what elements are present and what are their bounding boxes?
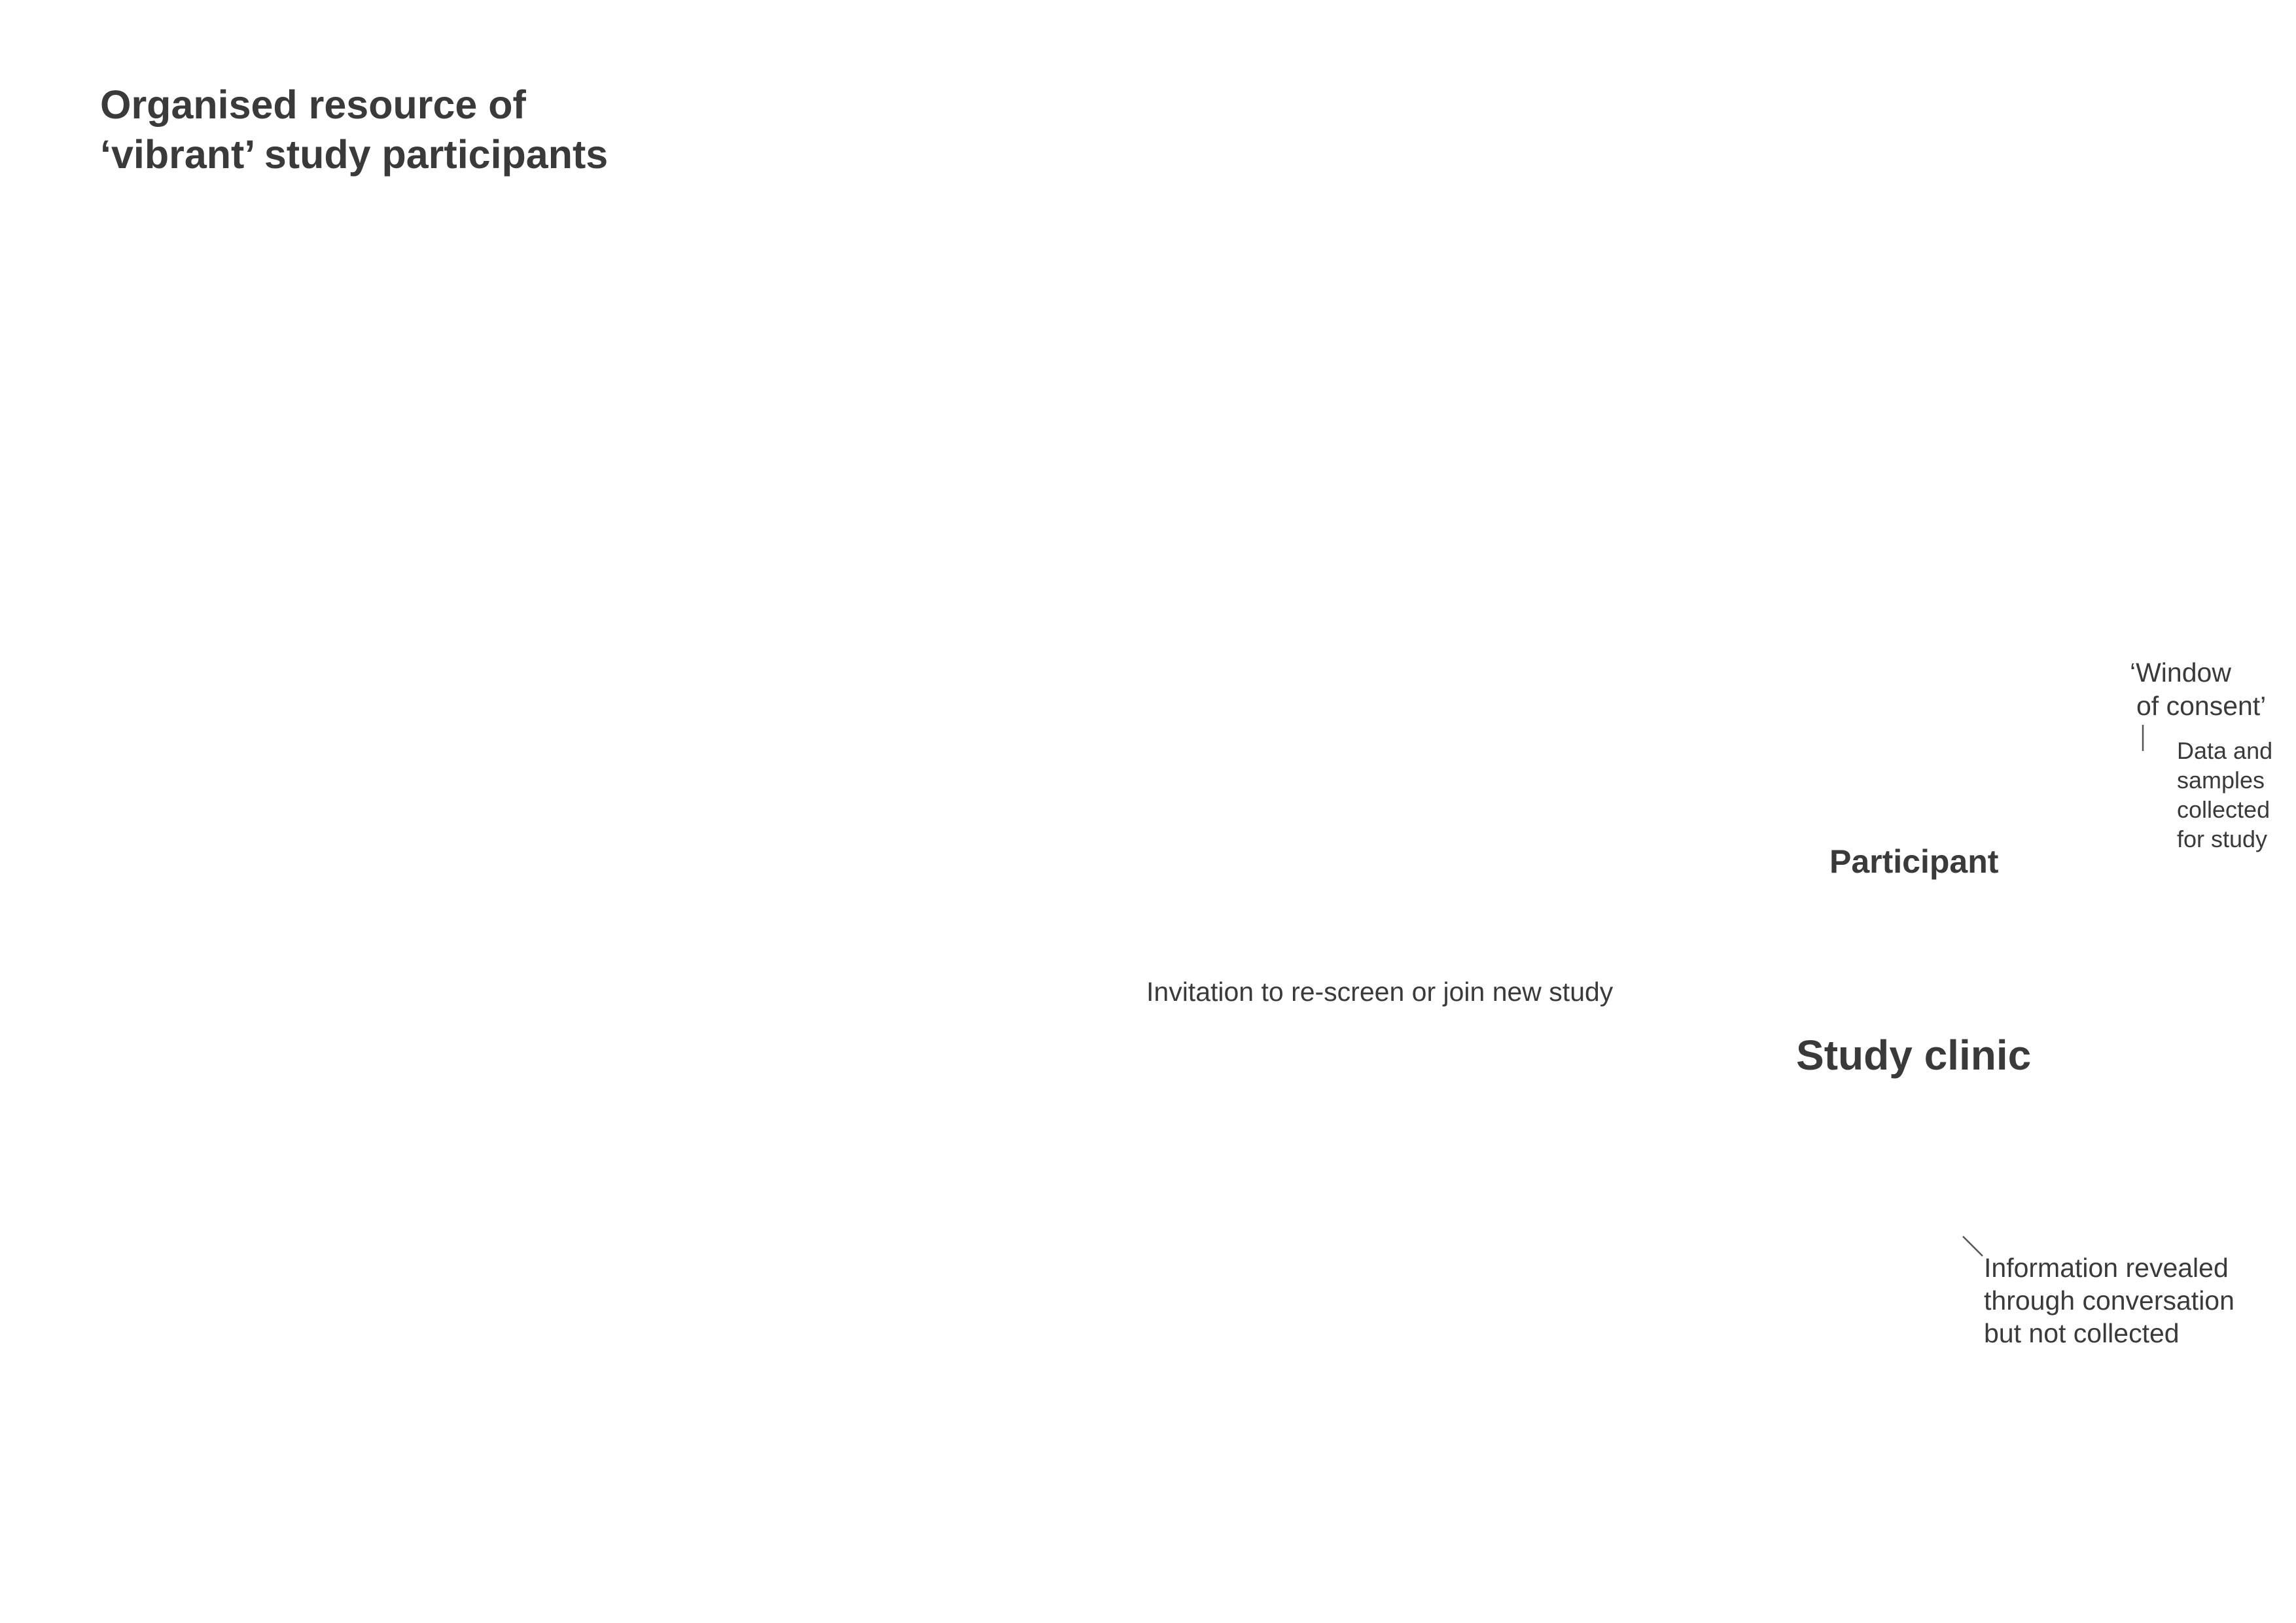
diagram-title: Organised resource of ‘vibrant’ study pa… [100,80,608,179]
study-clinic-label: Study clinic [1796,1032,2032,1079]
information-revealed-line-2: through conversation [1984,1285,2234,1316]
data-and-samples-label: Data and samples collected for study [2177,736,2272,854]
information-revealed-leader-line [1962,1236,1983,1257]
data-and-samples-line-1: Data and [2177,737,2273,764]
window-of-consent-line-2: of consent’ [2136,691,2267,722]
data-and-samples-line-4: for study [2177,826,2268,852]
participant-label: Participant [1829,843,1999,880]
diagram-title-line-1: Organised resource of [100,82,526,127]
diagram-title-line-2: ‘vibrant’ study participants [100,131,609,177]
window-of-consent-label: ‘Window of consent’ [2130,656,2266,724]
information-revealed-line-1: Information revealed [1984,1253,2229,1283]
information-revealed-label: Information revealed through conversatio… [1984,1251,2234,1350]
window-of-consent-line-1: ‘Window [2130,657,2231,688]
data-and-samples-line-3: collected [2177,796,2270,823]
invitation-label: Invitation to re-screen or join new stud… [1146,977,1614,1007]
information-revealed-line-3: but not collected [1984,1318,2180,1349]
data-and-samples-line-2: samples [2177,767,2265,794]
